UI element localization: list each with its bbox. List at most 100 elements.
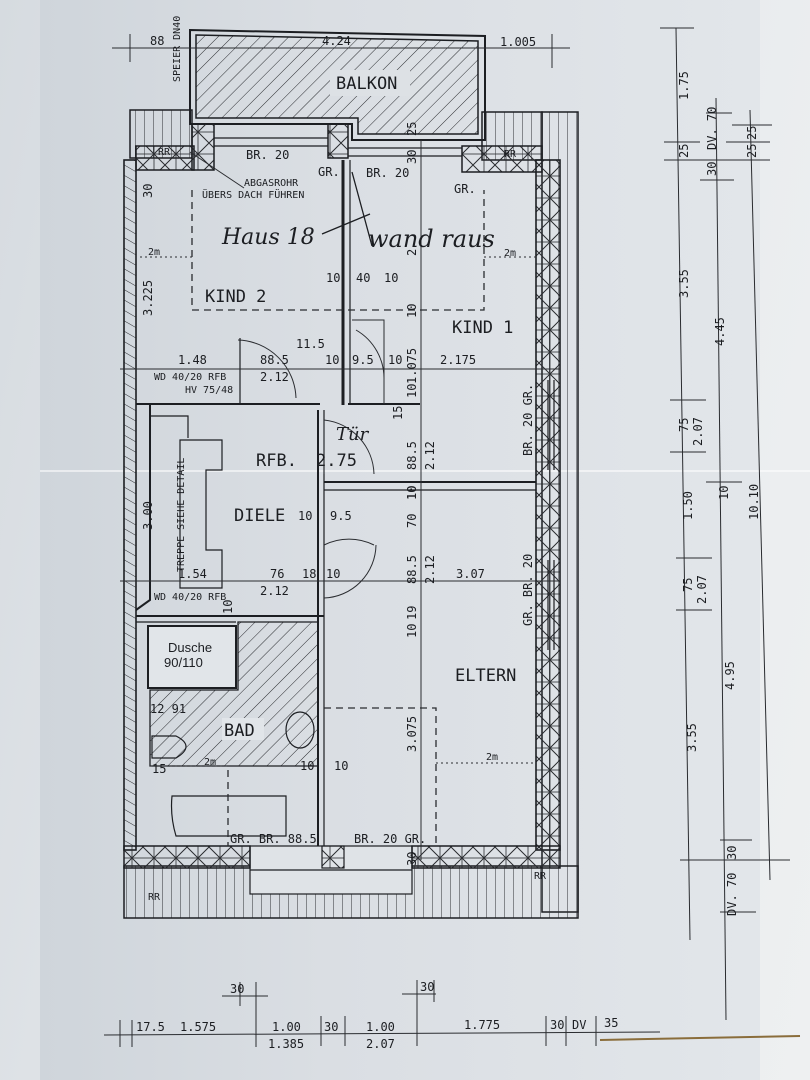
dim-label: DV bbox=[572, 1018, 586, 1032]
dim-label: 3.07 bbox=[456, 567, 485, 581]
note-rr: RR bbox=[504, 149, 517, 160]
room-label-balkon: BALKON bbox=[336, 74, 397, 94]
dim-label: 2.12 bbox=[260, 370, 289, 384]
dim-top-left: 88 bbox=[150, 34, 164, 48]
dim-label: 88.5 bbox=[405, 441, 419, 470]
dim-label: 10 bbox=[388, 353, 402, 367]
dim-label: 1.50 bbox=[681, 491, 695, 520]
dim-label: 10 bbox=[405, 486, 419, 500]
dim-label: 3.075 bbox=[405, 716, 419, 752]
dim-label: 2.12 bbox=[423, 555, 437, 584]
room-label-bad: BAD bbox=[224, 721, 255, 741]
dim-label: 30 bbox=[141, 184, 155, 198]
two-m-label: 2m bbox=[504, 248, 516, 259]
note-hv: HV 75/48 bbox=[185, 385, 233, 396]
handwritten-door-note: Tür bbox=[336, 424, 370, 445]
note-abgas-dach: ÜBERS DACH FÜHREN bbox=[202, 188, 304, 201]
right-dimensions: 1.75 25 3.55 75 2.07 1.50 75 2.07 3.55 D… bbox=[660, 27, 790, 1021]
note-rr: RR bbox=[148, 892, 161, 903]
window-label-bath: GR. BR. 88.5 bbox=[230, 832, 317, 846]
dim-label: 2.07 bbox=[691, 417, 705, 446]
note-treppe: TREPPE SIEHE DETAIL bbox=[176, 458, 187, 572]
dim-label: 4.95 bbox=[723, 661, 737, 690]
exterior-walls bbox=[123, 123, 561, 869]
dim-label: 3.00 bbox=[141, 501, 155, 530]
window-label-gr: GR. bbox=[454, 182, 476, 196]
dim-label: 1.48 bbox=[178, 353, 207, 367]
dim-label: 10 bbox=[334, 759, 348, 773]
window-label-gr: GR. bbox=[318, 165, 340, 179]
dim-label: 10 bbox=[405, 304, 419, 318]
dim-label: 1.385 bbox=[268, 1037, 304, 1051]
room-label-kind2: KIND 2 bbox=[205, 287, 266, 307]
dim-label: 2.75 bbox=[316, 451, 357, 471]
handwritten-wall-note: wand raus bbox=[368, 225, 495, 253]
dim-label: 10 bbox=[221, 600, 235, 614]
dim-label: 76 bbox=[270, 567, 284, 581]
bathroom: Dusche 90/110 BAD bbox=[147, 621, 319, 846]
dim-label: 25 bbox=[677, 144, 691, 158]
dim-label: 30 bbox=[420, 980, 434, 994]
dim-top-right: 1.005 bbox=[500, 35, 536, 49]
dim-label: 88.5 bbox=[405, 555, 419, 584]
dim-label: 15 bbox=[391, 406, 405, 420]
window-label-right-upper: BR. 20 GR. bbox=[521, 384, 535, 456]
dim-label: 10.10 bbox=[747, 484, 761, 520]
note-speier: SPEIER DN40 bbox=[172, 16, 183, 82]
center-dimension-line bbox=[120, 140, 560, 860]
dim-label: 70 bbox=[405, 514, 419, 528]
dim-label: 2 bbox=[405, 249, 419, 256]
dim-label: 19 bbox=[405, 606, 419, 620]
dim-label: 3.55 bbox=[677, 269, 691, 298]
dim-label: 1.00 bbox=[366, 1020, 395, 1034]
dim-label: 25 bbox=[745, 126, 759, 140]
dim-label: 10 bbox=[326, 567, 340, 581]
interior-walls bbox=[135, 160, 536, 846]
window-label: BR. 20 bbox=[246, 148, 289, 162]
dim-label: 2.07 bbox=[366, 1037, 395, 1051]
dim-label: 10 bbox=[300, 759, 314, 773]
dim-label: 3.55 bbox=[685, 723, 699, 752]
note-abgasrohr: ABGASROHR bbox=[244, 178, 299, 189]
dim-label: 9.5 bbox=[330, 509, 352, 523]
dim-label: 11.5 bbox=[296, 337, 325, 351]
room-label-eltern: ELTERN bbox=[455, 666, 516, 686]
room-label-rfb: RFB. bbox=[256, 451, 297, 471]
dim-label: 18 bbox=[302, 567, 316, 581]
dim-label: 30 bbox=[725, 846, 739, 860]
bottom-dimensions: 30 30 17.5 1.575 1.00 30 1.00 1.775 30 D… bbox=[103, 980, 801, 1051]
dim-label: 2.12 bbox=[260, 584, 289, 598]
dim-label: 40 bbox=[356, 271, 370, 285]
dim-label: 10 bbox=[298, 509, 312, 523]
dim-label: 75 bbox=[681, 578, 695, 592]
dim-label: 30 bbox=[550, 1018, 564, 1032]
top-dimensions: 88 4.24 1.005 SPEIER DN40 bbox=[112, 16, 570, 82]
two-meter-lines: 2m 2m 2m 2m bbox=[140, 190, 536, 846]
dim-label: 2.12 bbox=[423, 441, 437, 470]
dim-label: DV. 70 bbox=[725, 873, 739, 916]
dim-label: 30 bbox=[405, 852, 419, 866]
dim-label: 10 bbox=[325, 353, 339, 367]
window-label-right-lower: GR. BR. 20 bbox=[521, 554, 535, 626]
dim-label: 88.5 bbox=[260, 353, 289, 367]
dim-label: 10 bbox=[405, 384, 419, 398]
two-m-label: 2m bbox=[148, 247, 160, 258]
note-rr: RR bbox=[158, 147, 171, 158]
dim-balkon-width: 4.24 bbox=[322, 34, 351, 48]
dim-label: 4.45 bbox=[713, 317, 727, 346]
dim-label: 10 bbox=[405, 486, 419, 500]
dim-label: 30 bbox=[705, 162, 719, 176]
dim-label: 25 bbox=[405, 122, 419, 136]
dim-label: 30 bbox=[230, 982, 244, 996]
dim-label: 1.775 bbox=[464, 1018, 500, 1032]
balcony: BALKON bbox=[189, 28, 486, 141]
handwritten-house-number: Haus 18 bbox=[221, 225, 315, 250]
interior-dimension-labels: 30 3.225 25 30 2 10 40 10 10 11.5 1.48 8… bbox=[141, 122, 485, 866]
dim-label: 2.175 bbox=[440, 353, 476, 367]
note-rr: RR bbox=[534, 871, 547, 882]
window-label: BR. 20 bbox=[366, 166, 409, 180]
paper-fold bbox=[40, 470, 810, 472]
two-m-label: 2m bbox=[204, 757, 216, 768]
dim-label: 1.575 bbox=[180, 1020, 216, 1034]
